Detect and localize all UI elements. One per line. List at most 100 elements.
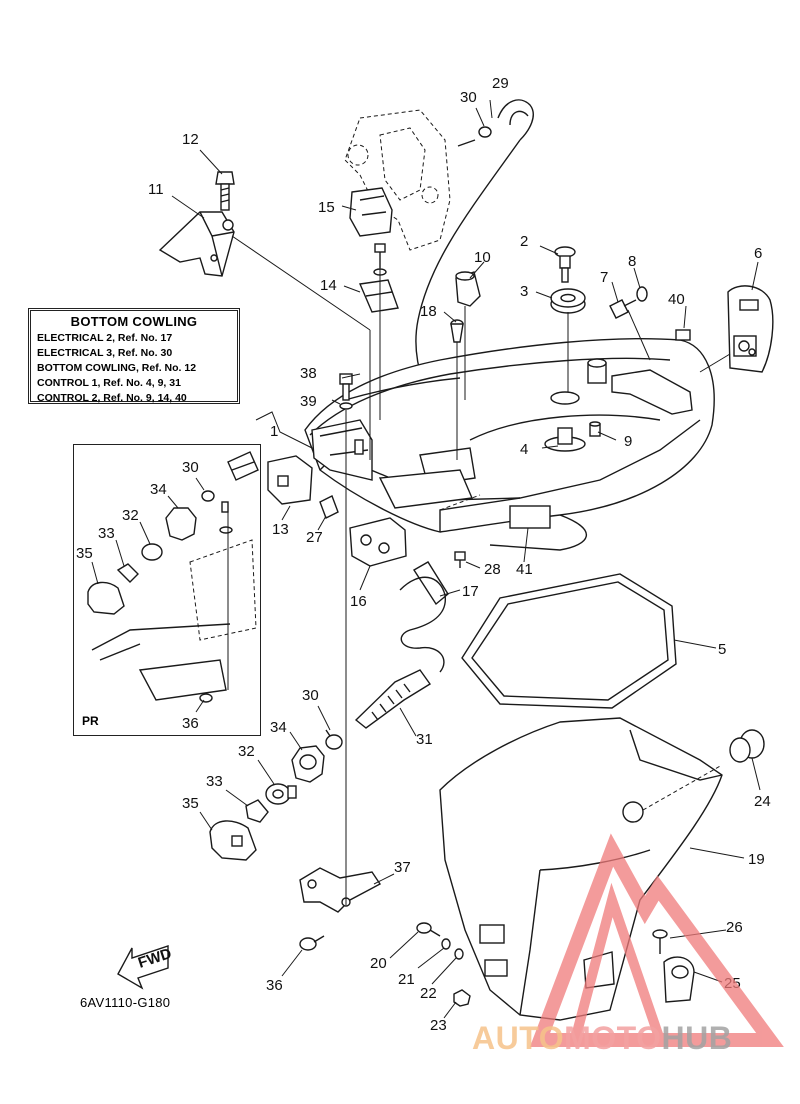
callout-34: 34 xyxy=(270,719,287,736)
bracket-15 xyxy=(349,187,393,237)
grommet-24 xyxy=(729,729,765,763)
switch-16 xyxy=(349,517,407,567)
callout-2: 2 xyxy=(520,233,528,250)
callout-40: 40 xyxy=(668,291,685,308)
grommet-33 xyxy=(245,799,269,823)
callout-14: 14 xyxy=(320,277,337,294)
watermark-part-2: MOTO xyxy=(564,1020,662,1056)
clip-30-lower xyxy=(325,729,343,750)
callout-24: 24 xyxy=(754,793,771,810)
callout-19: 19 xyxy=(748,851,765,868)
bolt-12 xyxy=(215,171,235,211)
callout-3: 3 xyxy=(520,283,528,300)
callout-5: 5 xyxy=(718,641,726,658)
inset-label: PR xyxy=(82,714,99,728)
bracket-11 xyxy=(158,211,235,277)
seal-5 xyxy=(461,573,677,709)
holder-35 xyxy=(209,820,257,861)
grommet-18 xyxy=(450,319,464,343)
inset-drawings xyxy=(87,451,259,703)
powerhead-outline xyxy=(344,109,451,251)
clip-30-top xyxy=(457,126,492,147)
reference-line: ELECTRICAL 2, Ref. No. 17 xyxy=(37,332,173,344)
bottom-cowling-1 xyxy=(304,338,715,551)
callout-27: 27 xyxy=(306,529,323,546)
callout-38: 38 xyxy=(300,365,317,382)
lower-cowling-19 xyxy=(439,717,723,1021)
inset-callout-33: 33 xyxy=(98,525,115,542)
screw-7 xyxy=(609,299,637,319)
watermark-part-3: HUB xyxy=(661,1020,733,1056)
callout-37: 37 xyxy=(394,859,411,876)
callout-1: 1 xyxy=(270,423,278,440)
inset-callout-35: 35 xyxy=(76,545,93,562)
bolt-2 xyxy=(554,246,576,283)
cover-6 xyxy=(727,285,774,373)
callout-16: 16 xyxy=(350,593,367,610)
watermark-triangle-logo xyxy=(529,833,784,1047)
watermark-text: AUTOMOTOHUB xyxy=(472,1020,732,1057)
inset-callout-34: 34 xyxy=(150,481,167,498)
callout-10: 10 xyxy=(474,249,491,266)
callout-30-lower: 30 xyxy=(302,687,319,704)
callout-28: 28 xyxy=(484,561,501,578)
watermark-part-1: AUTO xyxy=(472,1020,565,1056)
nut-23 xyxy=(453,989,471,1007)
callout-13: 13 xyxy=(272,521,289,538)
diagram-code: 6AV1110-G180 xyxy=(80,995,171,1010)
plate-14 xyxy=(358,279,399,313)
callout-41: 41 xyxy=(516,561,533,578)
grommet-3 xyxy=(550,288,586,314)
screw-36 xyxy=(299,935,325,951)
grommet-17 xyxy=(413,561,449,606)
callout-15: 15 xyxy=(318,199,335,216)
washer-22 xyxy=(454,948,464,960)
plug-9 xyxy=(589,421,601,437)
reference-line: CONTROL 1, Ref. No. 4, 9, 31 xyxy=(37,377,181,389)
washer-21 xyxy=(441,938,451,950)
callout-35: 35 xyxy=(182,795,199,812)
cap-13 xyxy=(267,455,313,505)
callout-20: 20 xyxy=(370,955,387,972)
reference-box: BOTTOM COWLING ELECTRICAL 2, Ref. No. 17… xyxy=(28,308,240,404)
reference-line: CONTROL 2, Ref. No. 9, 14, 40 xyxy=(37,392,187,404)
callout-33: 33 xyxy=(206,773,223,790)
callout-12: 12 xyxy=(182,131,199,148)
callout-36: 36 xyxy=(266,977,283,994)
boot-10 xyxy=(455,271,481,307)
callout-29: 29 xyxy=(492,75,509,92)
callout-7: 7 xyxy=(600,269,608,286)
callout-6: 6 xyxy=(754,245,762,262)
inset-callout-36: 36 xyxy=(182,715,199,732)
callout-21: 21 xyxy=(398,971,415,988)
washer-8 xyxy=(636,286,648,302)
callout-17: 17 xyxy=(462,583,479,600)
callout-8: 8 xyxy=(628,253,636,270)
callout-26: 26 xyxy=(726,919,743,936)
callout-9: 9 xyxy=(624,433,632,450)
callout-22: 22 xyxy=(420,985,437,1002)
reference-line: ELECTRICAL 3, Ref. No. 30 xyxy=(37,347,173,359)
cable-31 xyxy=(354,576,446,729)
screw-38 xyxy=(339,373,353,401)
fwd-arrow-icon: FWD xyxy=(117,945,174,990)
screw-28 xyxy=(454,551,466,568)
callout-30-top: 30 xyxy=(460,89,477,106)
screw-20 xyxy=(416,922,441,937)
screw-26 xyxy=(652,929,668,954)
callout-18: 18 xyxy=(420,303,437,320)
inset-callout-32: 32 xyxy=(122,507,139,524)
callout-leaders xyxy=(91,99,761,1019)
callout-31: 31 xyxy=(416,731,433,748)
knob-34 xyxy=(291,745,325,783)
reference-lines xyxy=(231,235,731,905)
callout-32: 32 xyxy=(238,743,255,760)
callout-39: 39 xyxy=(300,393,317,410)
knob-32 xyxy=(265,783,297,805)
reference-box-title: BOTTOM COWLING xyxy=(70,314,198,329)
seal-27 xyxy=(319,495,339,519)
washer-39 xyxy=(339,402,353,410)
bracket-37 xyxy=(299,867,382,913)
pr-inset-frame xyxy=(73,444,261,736)
